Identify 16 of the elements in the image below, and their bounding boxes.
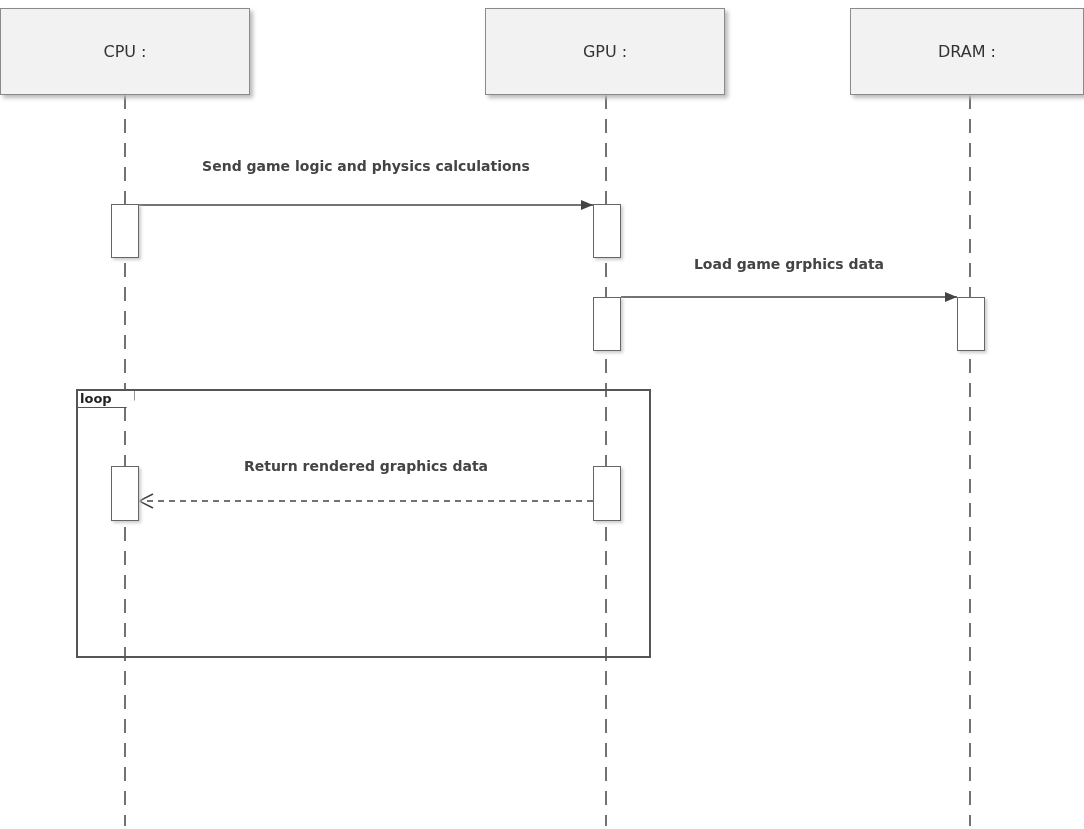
participant-header: CPU : [0,8,250,95]
activation-bar [593,466,621,521]
activation-bar [957,297,985,351]
message-arrow [620,292,958,302]
message-arrow [138,493,594,509]
lifeline [969,94,971,827]
activation-bar [111,466,139,521]
loop-tab: loop [78,391,135,408]
participant-header: DRAM : [850,8,1084,95]
participant-header: GPU : [485,8,725,95]
activation-bar [593,204,621,258]
activation-bar [111,204,139,258]
message-arrow [138,200,594,210]
loop-frame [76,389,651,658]
message-label: Send game logic and physics calculations [200,158,532,174]
activation-bar [593,297,621,351]
